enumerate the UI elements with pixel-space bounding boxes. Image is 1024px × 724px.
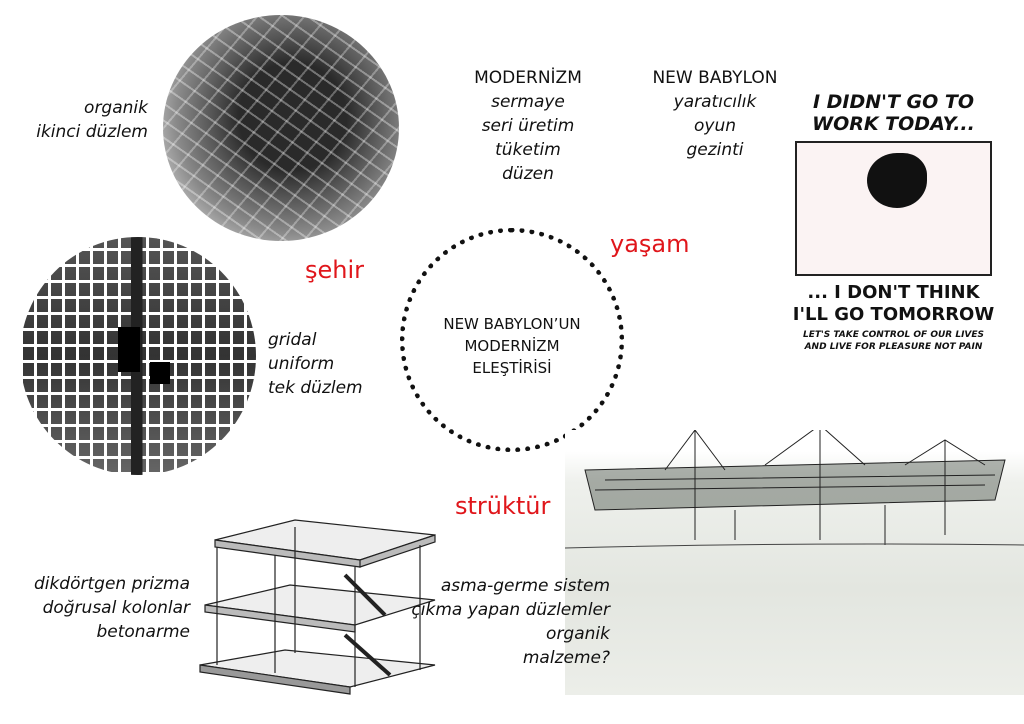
text-line: organik	[84, 98, 148, 118]
text-line: organik	[546, 624, 610, 644]
text-line: oyun	[693, 116, 736, 136]
text-line: malzeme?	[522, 648, 610, 668]
text-line: I DIDN'T GO TO	[812, 91, 975, 113]
megastructure-drawing	[564, 424, 1024, 695]
organic-city-text: organik ikinci düzlem	[36, 96, 148, 144]
text-line: tek düzlem	[268, 378, 363, 398]
grid-city-text: gridal uniform tek düzlem	[268, 328, 363, 400]
text-line: asma-germe sistem	[440, 576, 610, 596]
text-line: ikinci düzlem	[36, 122, 148, 142]
dom-ino-house-drawing	[195, 515, 440, 705]
text-line: gezinti	[686, 140, 744, 160]
text-line: dikdörtgen prizma	[33, 574, 190, 594]
poster-top-text: I DIDN'T GO TO WORK TODAY...	[787, 91, 1000, 135]
text-line: NEW BABYLON’UN	[443, 315, 581, 333]
text-line: ... I DON'T THINK	[807, 282, 980, 303]
text-line: gridal	[268, 330, 317, 350]
text-line: WORK TODAY...	[812, 113, 975, 135]
new-babylon-structure-text: asma-germe sistem çıkma yapan düzlemler …	[411, 574, 610, 670]
central-title: NEW BABYLON’UN MODERNİZM ELEŞTİRİSİ	[400, 313, 624, 379]
structure-label: strüktür	[455, 492, 551, 520]
protest-poster-image: I DIDN'T GO TO WORK TODAY... ... I DON'T…	[787, 85, 1000, 360]
poster-footer-text: LET'S TAKE CONTROL OF OUR LIVES AND LIVE…	[787, 329, 1000, 353]
text-line: düzen	[502, 164, 554, 184]
text-line: I'LL GO TOMORROW	[792, 304, 995, 325]
organic-city-map-image	[163, 15, 399, 241]
modernism-column: MODERNİZM sermaye seri üretim tüketim dü…	[448, 66, 608, 186]
text-line: betonarme	[96, 622, 190, 642]
text-line: AND LIVE FOR PLEASURE NOT PAIN	[804, 342, 983, 352]
text-line: uniform	[268, 354, 335, 374]
text-line: çıkma yapan düzlemler	[411, 600, 610, 620]
sleeping-figure-illustration	[795, 141, 992, 276]
poster-bottom-text: ... I DON'T THINK I'LL GO TOMORROW	[787, 282, 1000, 326]
life-label: yaşam	[610, 230, 690, 258]
modern-structure-text: dikdörtgen prizma doğrusal kolonlar beto…	[34, 572, 190, 644]
new-babylon-column: NEW BABYLON yaratıcılık oyun gezinti	[630, 66, 800, 162]
grid-city-map-image	[20, 237, 256, 475]
text-line: sermaye	[491, 92, 565, 112]
text-line: yaratıcılık	[673, 92, 757, 112]
column-title: MODERNİZM	[474, 68, 582, 88]
text-line: MODERNİZM	[464, 337, 560, 355]
text-line: seri üretim	[481, 116, 575, 136]
text-line: doğrusal kolonlar	[42, 598, 190, 618]
text-line: tüketim	[495, 140, 561, 160]
column-title: NEW BABYLON	[652, 68, 778, 88]
dotted-circle	[400, 228, 624, 452]
text-line: ELEŞTİRİSİ	[472, 359, 552, 377]
city-label: şehir	[305, 256, 365, 284]
text-line: LET'S TAKE CONTROL OF OUR LIVES	[802, 330, 985, 340]
